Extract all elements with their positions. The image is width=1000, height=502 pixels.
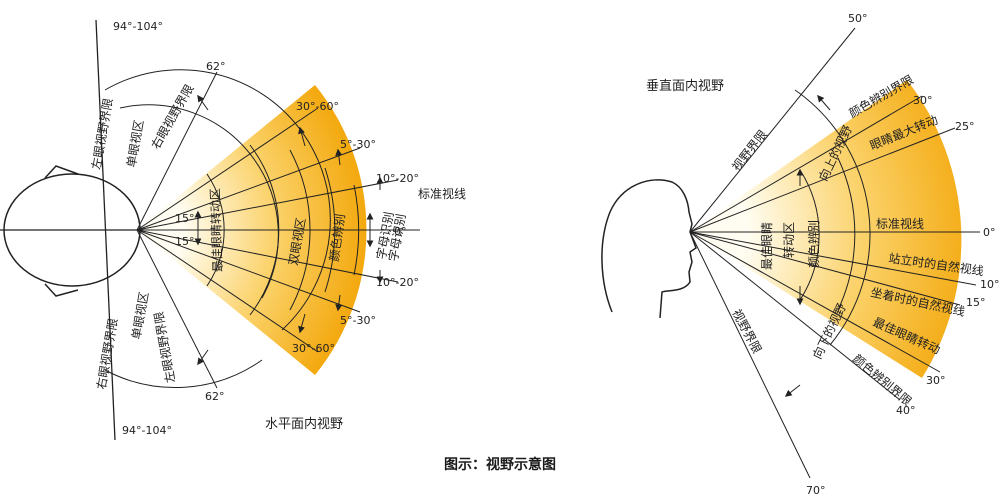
- h-band-10-20-top: 10°-20°: [376, 172, 419, 185]
- h-left-eye-bottom: 左眼视野界限: [151, 311, 178, 385]
- horizontal-field: 94°-104° 94°-104° 62° 62° 30°-60° 30°-60…: [0, 19, 466, 441]
- horizontal-arcs: [104, 69, 360, 388]
- v-angle-10: 10°: [980, 278, 1000, 291]
- h-band-30-60-bottom: 30°-60°: [292, 342, 335, 355]
- ear-bottom: [44, 283, 79, 297]
- h-title: 水平面内视野: [265, 416, 343, 432]
- ear-top: [44, 165, 79, 179]
- v-angle-0: 0°: [983, 226, 996, 239]
- h-angle-15-top: 15°: [175, 212, 195, 225]
- v-angle-25: 25°: [955, 120, 975, 133]
- h-mono-bottom: 单眼视区: [128, 291, 151, 341]
- h-color: 颜色辨别: [326, 213, 348, 263]
- v-best-eye: 最佳眼睛: [760, 222, 774, 270]
- head-top-view: [3, 165, 141, 297]
- h-standard-line: 标准视线: [418, 186, 466, 201]
- v-angle-30-bottom: 30°: [926, 374, 946, 387]
- v-angle-40: 40°: [896, 404, 916, 417]
- vertical-sector: [690, 80, 962, 378]
- v-angle-50: 50°: [848, 12, 868, 25]
- h-right-eye-top: 右眼视野界限: [148, 82, 197, 152]
- vertical-field: 50° 70° 30° 25° 0° 10° 15° 30° 40° 垂直面内视…: [601, 12, 1000, 497]
- h-zero: 0°: [394, 225, 407, 238]
- h-band-5-30-bottom: 5°-30°: [340, 314, 376, 327]
- h-right-eye-limit-left: 左眼视野界限: [88, 97, 115, 171]
- vertical-arrows: [784, 94, 831, 397]
- h-best-eye: 最佳眼睛转动区: [207, 188, 225, 272]
- v-color: 颜色辨别: [806, 220, 821, 268]
- h-angle-62-bottom: 62°: [205, 390, 225, 403]
- v-field-limit-top: 视野界限: [729, 127, 770, 174]
- h-right-eye-limit-bottom: 右眼视野界限: [93, 317, 120, 391]
- v-title: 垂直面内视野: [646, 78, 724, 94]
- v-rotation-zone: 转动区: [781, 222, 796, 258]
- vertical-arcs: [794, 89, 871, 346]
- v-standard-line: 标准视线: [876, 216, 924, 231]
- v-angle-70: 70°: [806, 484, 826, 497]
- h-band-30-60-top: 30°-60°: [296, 100, 339, 113]
- h-angle-bottom: 94°-104°: [122, 424, 172, 437]
- h-band-10-20-bottom: 10°-20°: [376, 276, 419, 289]
- h-angle-top: 94°-104°: [113, 20, 163, 33]
- h-angle-15-bottom: 15°: [175, 235, 195, 248]
- v-angle-15: 15°: [966, 296, 986, 309]
- v-angle-30-top: 30°: [913, 94, 933, 107]
- h-mono-top: 单眼视区: [123, 119, 146, 169]
- h-band-5-30-top: 5°-30°: [340, 138, 376, 151]
- figure-caption: 图示：视野示意图: [444, 457, 556, 473]
- head-side-view: [601, 179, 697, 319]
- binocular-limit-line: [95, 19, 116, 441]
- h-angle-62-top: 62°: [206, 60, 226, 73]
- horizontal-arrows: [194, 94, 384, 366]
- vertical-rays: [689, 27, 980, 479]
